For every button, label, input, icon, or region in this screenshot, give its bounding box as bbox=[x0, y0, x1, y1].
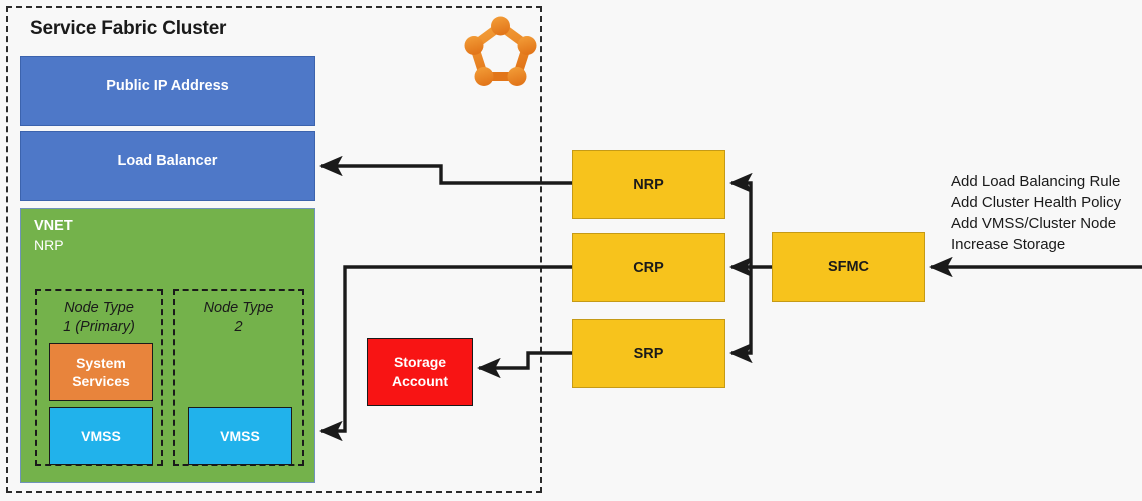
node-type-1-label-line2: 1 (Primary) bbox=[63, 319, 135, 335]
storage-account-label-line2: Account bbox=[392, 373, 448, 389]
node-type-1-label-line1: Node Type bbox=[64, 300, 134, 316]
srp-box: SRP bbox=[572, 319, 725, 388]
storage-account-label-line1: Storage bbox=[393, 354, 447, 370]
annotation-line-1: Add Load Balancing Rule bbox=[951, 173, 1121, 190]
load-balancer-box: Load Balancer bbox=[20, 131, 315, 201]
vmss-node-type-2-box: VMSS bbox=[188, 407, 292, 465]
vnet-box: VNET NRP Node Type 1 (Primary) System Se… bbox=[20, 208, 315, 483]
vnet-subtitle: NRP bbox=[34, 237, 64, 253]
node-type-1-label: Node Type 1 (Primary) bbox=[37, 299, 161, 337]
node-type-2-label-line1: Node Type bbox=[203, 300, 274, 316]
storage-account-box: Storage Account bbox=[367, 338, 473, 406]
srp-label: SRP bbox=[633, 345, 664, 362]
crp-box: CRP bbox=[572, 233, 725, 302]
node-type-1-box: Node Type 1 (Primary) System Services VM… bbox=[35, 289, 163, 466]
system-services-label-line2: Services bbox=[72, 373, 130, 389]
annotation-line-2: Add Cluster Health Policy bbox=[951, 194, 1122, 211]
annotation-line-3: Add VMSS/Cluster Node bbox=[951, 215, 1117, 232]
service-fabric-cluster-boundary bbox=[6, 6, 542, 493]
crp-label: CRP bbox=[633, 259, 664, 276]
sfmc-box: SFMC bbox=[772, 232, 925, 302]
vmss-node-type-2-label: VMSS bbox=[220, 428, 260, 444]
system-services-label-line1: System bbox=[76, 355, 126, 371]
public-ip-address-box: Public IP Address bbox=[20, 56, 315, 126]
system-services-box: System Services bbox=[49, 343, 153, 401]
arrow-sfmc-to-nrp bbox=[728, 172, 753, 267]
vnet-title: VNET bbox=[34, 218, 73, 234]
annotation-line-4: Increase Storage bbox=[951, 236, 1066, 253]
vmss-node-type-1-label: VMSS bbox=[81, 428, 121, 444]
sfmc-label: SFMC bbox=[827, 259, 870, 275]
system-services-label: System Services bbox=[72, 354, 130, 390]
node-type-2-label: Node Type 2 bbox=[175, 299, 302, 337]
node-type-2-label-line2: 2 bbox=[234, 319, 243, 335]
arrow-sfmc-to-srp bbox=[728, 267, 753, 364]
cluster-title: Service Fabric Cluster bbox=[30, 18, 227, 39]
nrp-label: NRP bbox=[633, 176, 664, 193]
annotation-list: Add Load Balancing Rule Add Cluster Heal… bbox=[951, 171, 1121, 255]
nrp-box: NRP bbox=[572, 150, 725, 219]
vmss-node-type-1-box: VMSS bbox=[49, 407, 153, 465]
load-balancer-label: Load Balancer bbox=[117, 153, 218, 169]
node-type-2-box: Node Type 2 VMSS bbox=[173, 289, 304, 466]
public-ip-address-label: Public IP Address bbox=[106, 78, 229, 94]
storage-account-label: Storage Account bbox=[392, 353, 448, 391]
